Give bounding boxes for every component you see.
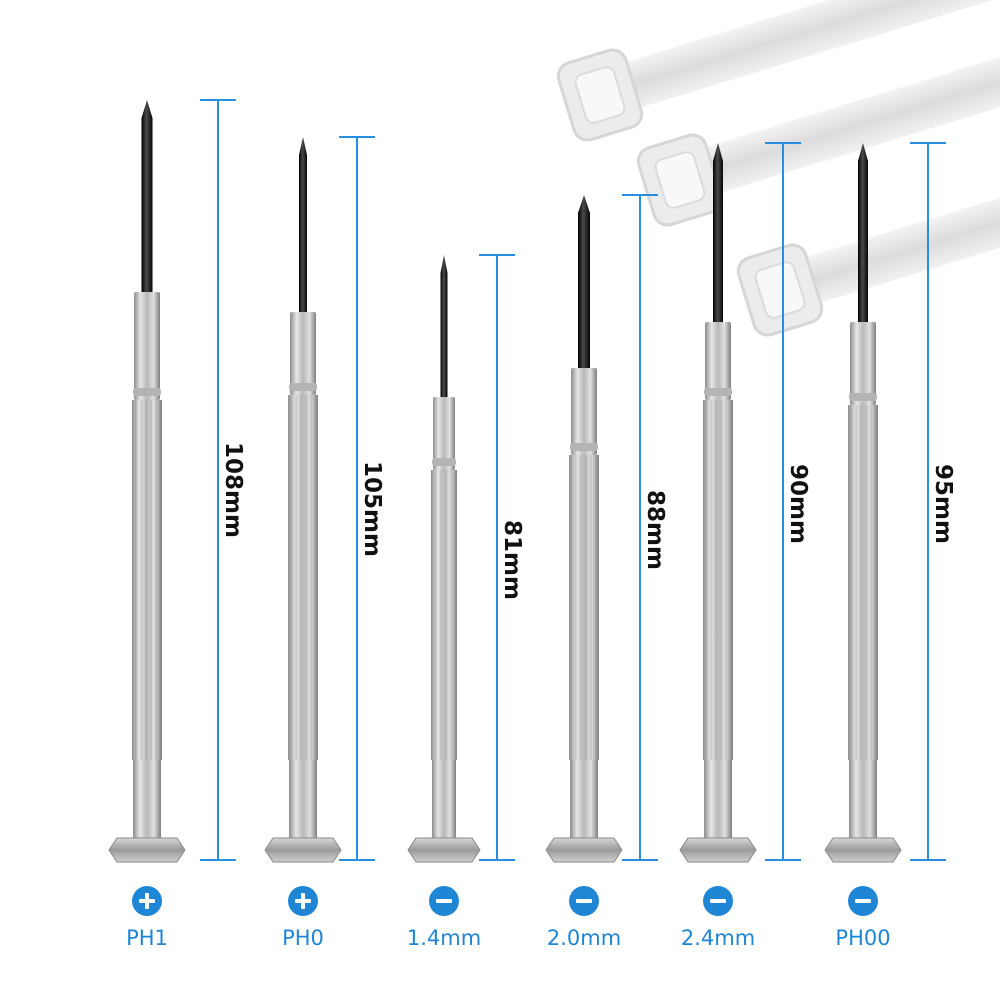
ferrule <box>433 397 455 470</box>
plus-icon <box>132 886 162 916</box>
dimension-line-2 <box>339 136 375 861</box>
hex-head <box>264 837 342 863</box>
ferrule <box>850 322 876 405</box>
screwdriver-4 <box>545 195 623 863</box>
smooth-neck <box>849 760 877 842</box>
tip-type-label: PH1 <box>126 926 168 950</box>
tip-type-label: 2.0mm <box>546 926 622 950</box>
ferrule-ring <box>849 393 877 401</box>
length-label: 105mm <box>359 460 385 557</box>
tip-type-label: 1.4mm <box>406 926 482 950</box>
ferrule <box>290 312 316 395</box>
length-label: 88mm <box>642 489 668 570</box>
blade-tip <box>578 195 590 368</box>
smooth-neck <box>570 760 598 842</box>
hex-head <box>679 837 757 863</box>
ferrule <box>571 368 597 455</box>
tip-type-label: 2.4mm <box>680 926 756 950</box>
tip-type-label: PH0 <box>282 926 324 950</box>
hex-head <box>407 837 481 863</box>
minus-icon <box>569 886 599 916</box>
knurl-texture <box>132 400 162 760</box>
tip-type-label: PH00 <box>835 926 891 950</box>
minus-icon <box>703 886 733 916</box>
ferrule-ring <box>432 458 456 466</box>
length-label: 108mm <box>220 442 246 538</box>
screwdriver-5 <box>679 143 757 863</box>
knurl-texture <box>569 455 599 760</box>
knurl-texture <box>288 395 318 760</box>
smooth-neck <box>432 760 456 842</box>
dimension-line-1 <box>200 99 236 861</box>
hex-head <box>545 837 623 863</box>
screwdriver-3 <box>407 255 481 863</box>
ferrule-ring <box>289 383 317 391</box>
smooth-neck <box>704 760 732 842</box>
ferrule-ring <box>570 443 598 451</box>
screwdriver-2 <box>264 137 342 863</box>
hex-head <box>108 837 186 863</box>
screwdriver-6 <box>824 143 902 863</box>
blade-tip <box>299 137 307 312</box>
screwdriver-1 <box>108 100 186 863</box>
ferrule <box>705 322 731 400</box>
minus-icon <box>848 886 878 916</box>
blade-tip <box>858 143 868 322</box>
dimension-line-3 <box>479 254 515 861</box>
length-label: 95mm <box>930 463 956 544</box>
dimension-line-4 <box>622 194 658 861</box>
ferrule <box>134 292 160 400</box>
plus-icon <box>288 886 318 916</box>
background-closeup <box>556 0 1000 337</box>
length-label: 90mm <box>785 463 811 544</box>
ferrule-ring <box>133 388 161 396</box>
blade-tip <box>141 100 153 292</box>
blade-tip <box>440 255 448 397</box>
length-label: 81mm <box>499 519 525 600</box>
dimension-line-5 <box>765 142 801 861</box>
hex-head <box>824 837 902 863</box>
ferrule-ring <box>704 388 732 396</box>
minus-icon <box>429 886 459 916</box>
knurl-texture <box>431 470 457 760</box>
knurl-texture <box>848 405 878 760</box>
dimension-line-6 <box>910 142 946 861</box>
knurl-texture <box>703 400 733 760</box>
smooth-neck <box>133 760 161 842</box>
blade-tip <box>713 143 723 322</box>
smooth-neck <box>289 760 317 842</box>
